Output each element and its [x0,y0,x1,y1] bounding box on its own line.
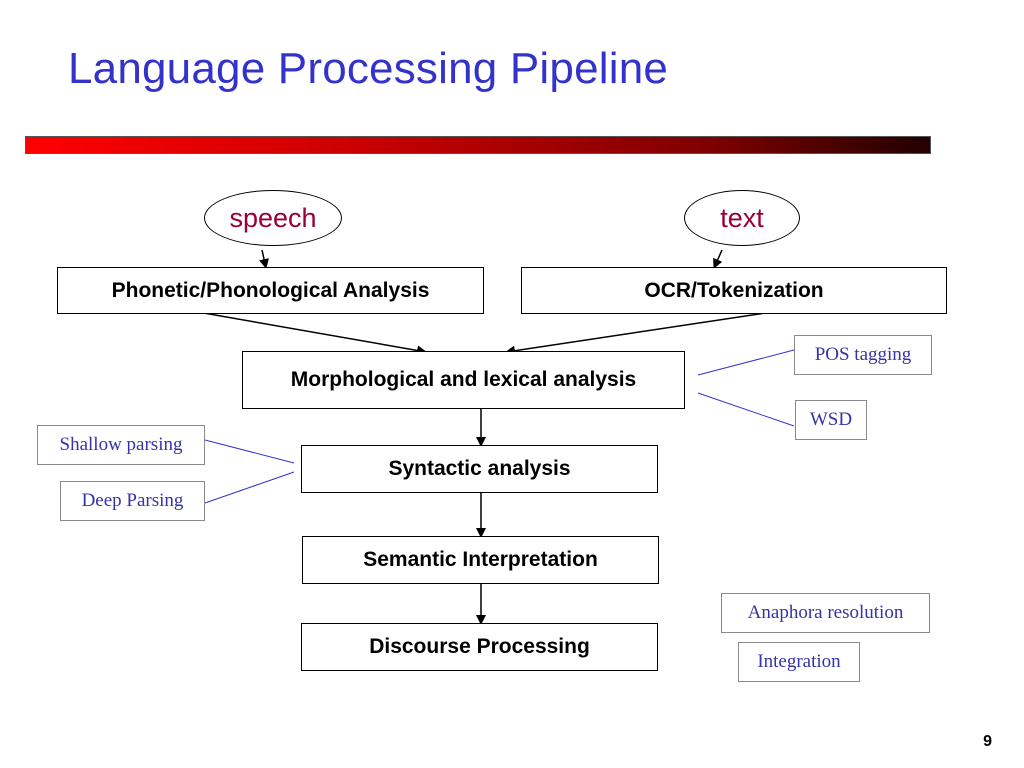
annotation-pos-tagging-label: POS tagging [814,344,912,365]
stage-phonetic-label: Phonetic/Phonological Analysis [111,278,430,302]
input-text-label: text [720,202,764,233]
arrow-speech-to-phonetic [259,249,269,269]
link-wsd [697,392,795,427]
annotation-integration-label: Integration [757,651,841,672]
stage-syntactic-label: Syntactic analysis [388,457,571,480]
stage-syntactic-analysis: Syntactic analysis [301,445,658,493]
slide-title: Language Processing Pipeline [68,44,669,93]
annotation-deep-parsing: Deep Parsing [60,481,205,521]
stage-semantic-interpretation: Semantic Interpretation [302,536,659,584]
input-text: text [684,190,800,246]
annotation-shallow-parsing-label: Shallow parsing [59,434,183,455]
stage-morphological-analysis: Morphological and lexical analysis [242,351,685,409]
stage-discourse-label: Discourse Processing [369,635,590,658]
annotation-wsd-label: WSD [809,409,853,430]
annotation-integration: Integration [738,642,860,682]
page-number: 9 [983,733,992,750]
stage-discourse-processing: Discourse Processing [301,623,658,671]
arrow-text-to-ocr [713,249,723,269]
stage-morphological-label: Morphological and lexical analysis [290,368,637,391]
annotation-wsd: WSD [795,400,867,440]
stage-phonetic-analysis: Phonetic/Phonological Analysis [57,267,484,314]
link-deep-parsing [204,471,295,504]
arrow-phonetic-to-morphological [197,311,427,356]
annotation-anaphora-resolution: Anaphora resolution [721,593,930,633]
annotation-pos-tagging: POS tagging [794,335,932,375]
link-pos-tagging [697,349,795,376]
annotation-deep-parsing-label: Deep Parsing [81,490,184,511]
link-shallow-parsing [204,439,295,464]
arrow-ocr-to-morphological [505,311,773,356]
stage-ocr-label: OCR/Tokenization [644,278,824,302]
annotation-shallow-parsing: Shallow parsing [37,425,205,465]
input-speech-label: speech [229,202,317,233]
annotation-anaphora-resolution-label: Anaphora resolution [747,602,904,623]
stage-semantic-label: Semantic Interpretation [363,548,598,571]
input-speech: speech [204,190,342,246]
stage-ocr-tokenization: OCR/Tokenization [521,267,947,314]
title-underline-bar [25,136,931,154]
